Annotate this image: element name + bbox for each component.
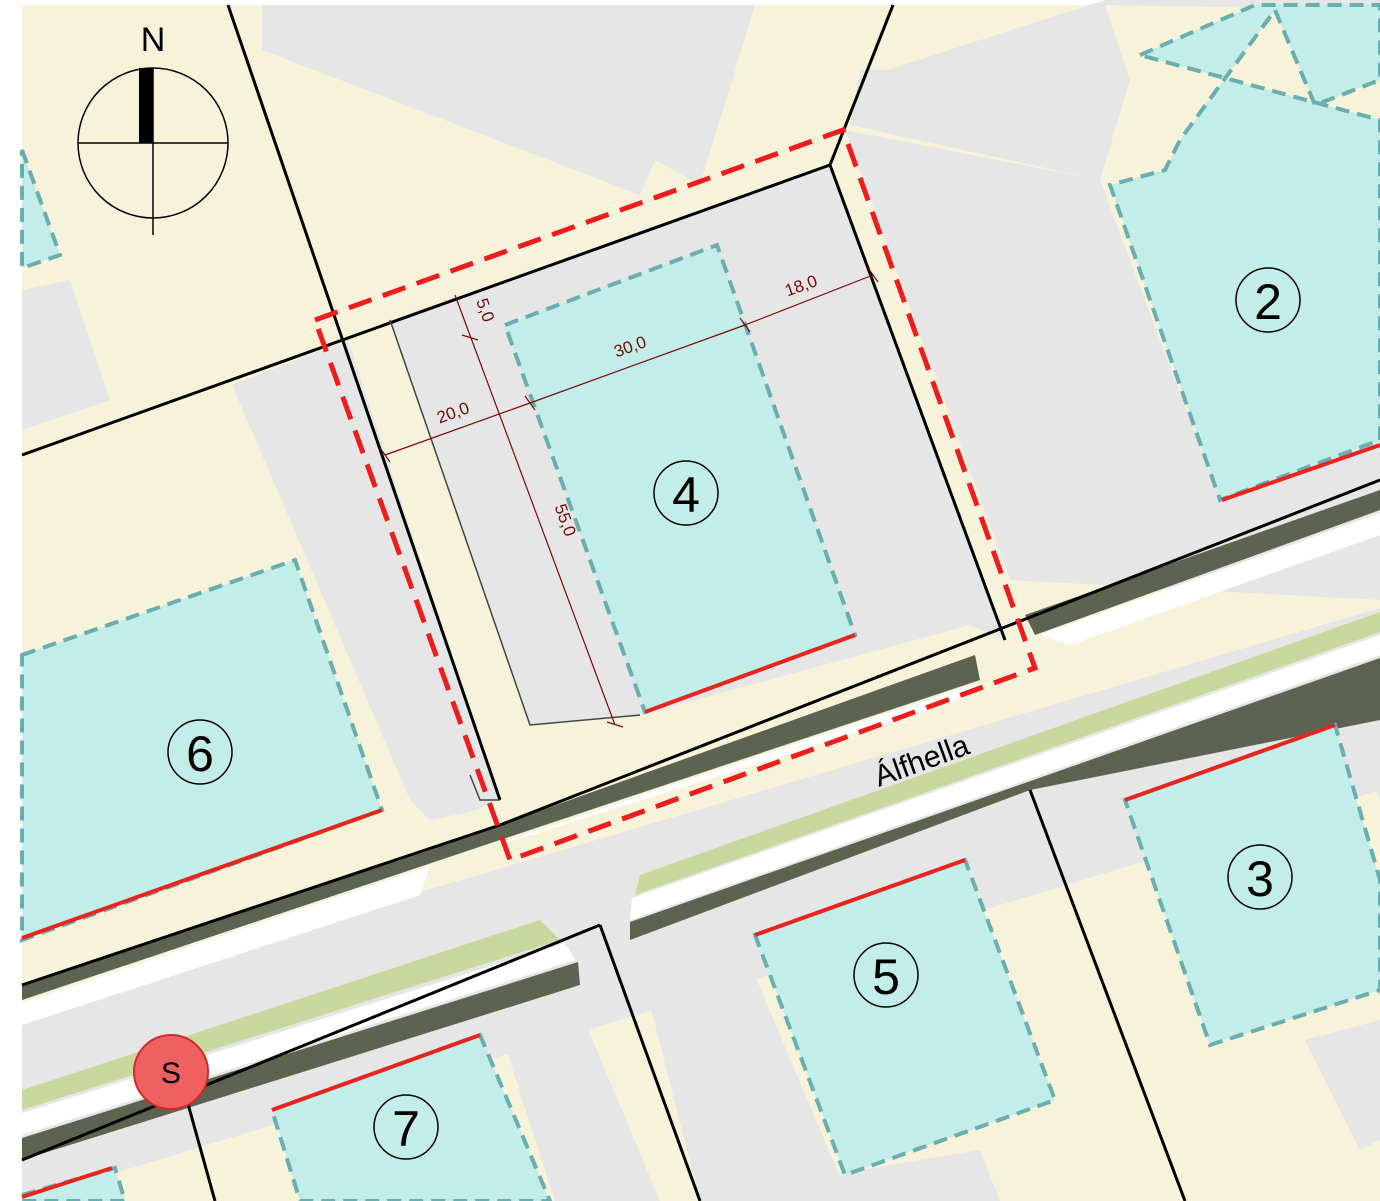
lot-7-circle xyxy=(373,1094,439,1160)
lot-4-circle xyxy=(653,460,719,526)
frontage-line-5 xyxy=(754,858,966,937)
lot-6-circle xyxy=(167,719,233,785)
lot4-paved-outline xyxy=(389,319,641,726)
boundary-east-4 xyxy=(828,164,1007,641)
lot-2-number: 2 xyxy=(1254,274,1282,330)
frontage-lines xyxy=(21,443,1380,1199)
lot-boundaries xyxy=(21,4,1380,1201)
s-marker-label: S xyxy=(161,1057,181,1090)
lot-3-circle xyxy=(1227,844,1293,910)
tick xyxy=(461,334,479,341)
paved-top-center xyxy=(262,5,755,195)
lot4-frontage-curb xyxy=(469,774,500,801)
plan-boundary xyxy=(311,126,1039,864)
dim-line-west xyxy=(384,402,531,456)
paved-strip-west xyxy=(232,340,500,820)
tick xyxy=(739,317,751,333)
sidewalk-north-white xyxy=(22,866,430,1025)
street-edge-south-west xyxy=(21,923,601,1162)
boundary-west-4 xyxy=(226,4,502,801)
tick xyxy=(867,267,879,283)
boundary-lot5-lot7 xyxy=(598,924,702,1201)
dimension-ticks xyxy=(379,267,879,728)
paved-bottom-5 xyxy=(830,1150,1000,1201)
lot-5-circle xyxy=(853,942,919,1008)
frontage-line-3 xyxy=(1124,723,1336,802)
dim-line-width xyxy=(529,324,746,404)
paved-west-lot xyxy=(22,280,110,430)
curb-north-dark-east xyxy=(1025,490,1380,635)
paved-areas xyxy=(22,0,1380,1201)
dim-line-depth xyxy=(454,294,616,726)
tick xyxy=(524,395,536,411)
street-edge-north-east xyxy=(499,478,1380,827)
s-marker-circle xyxy=(133,1034,209,1110)
frontage-line-4 xyxy=(644,633,856,714)
street-corridor xyxy=(22,490,1380,1201)
frontage-line-7 xyxy=(271,1033,481,1112)
lot-labels: 2 3 4 5 6 7 xyxy=(167,267,1301,1160)
building-area-7 xyxy=(269,1032,553,1201)
sidewalk-south-white xyxy=(630,635,1380,920)
curb-south-dark xyxy=(630,658,1380,940)
curb-north-dark xyxy=(22,655,980,1000)
frontage-line-sw xyxy=(21,1166,113,1199)
north-needle xyxy=(139,68,153,143)
boundary-lot3-lot5 xyxy=(1028,789,1187,1201)
building-area-5 xyxy=(752,857,1058,1178)
lot-7-number: 7 xyxy=(392,1101,420,1157)
building-areas xyxy=(20,3,1380,1201)
lot-2-circle xyxy=(1235,267,1301,333)
paved-top-right xyxy=(850,0,1380,180)
grass-strip-south xyxy=(635,612,1380,895)
boundary-top-ne xyxy=(828,4,895,166)
lot-4-number: 4 xyxy=(672,467,700,523)
paved-bottom-right xyxy=(1305,1020,1380,1150)
paved-lot7 xyxy=(500,1010,660,1201)
lot-3-number: 3 xyxy=(1246,851,1274,907)
tick xyxy=(606,721,624,728)
dimension-lines xyxy=(384,274,874,726)
sidewalk-north-white-mid xyxy=(500,683,978,843)
street-edge-north xyxy=(21,823,501,987)
building-area-nw xyxy=(20,149,63,271)
frontage-line-6 xyxy=(21,808,383,940)
lot-5-number: 5 xyxy=(872,949,900,1005)
tick xyxy=(379,447,391,463)
boundary-diag-top xyxy=(21,163,831,457)
building-area-2 xyxy=(1107,3,1380,503)
curb-west-dark xyxy=(22,962,580,1160)
lot-6-number: 6 xyxy=(186,726,214,782)
sidewalk-north-white-east xyxy=(1040,513,1380,645)
north-arrow-compass: N xyxy=(77,21,229,235)
s-marker: S xyxy=(133,1034,209,1110)
compass-north-label: N xyxy=(141,21,166,59)
paved-lot5 xyxy=(640,940,850,1201)
building-area-sw xyxy=(20,1165,128,1201)
paved-lot2 xyxy=(845,130,1380,600)
frontage-line-2 xyxy=(1221,443,1380,502)
dim-line-east xyxy=(744,274,874,326)
